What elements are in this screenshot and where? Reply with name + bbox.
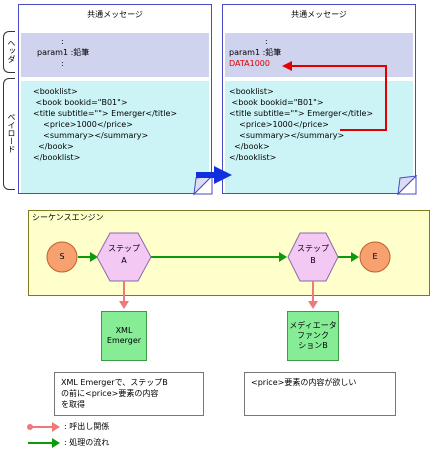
- xml-emerger-component: XML Emerger: [101, 311, 147, 361]
- header-line-added-value: DATA1000: [229, 59, 270, 68]
- call-arrow-b-to-mediator: [308, 281, 318, 309]
- payload-bracket: [3, 78, 15, 190]
- legend-flow-arrow-icon: [28, 438, 60, 448]
- header-vertical-label: ヘッダ: [7, 39, 16, 63]
- payload-line: </booklist>: [33, 153, 81, 162]
- header-bracket: [3, 31, 15, 73]
- legend-call-label: : 呼出し関係: [64, 422, 110, 431]
- end-node: [359, 241, 391, 273]
- payload-line: </book>: [33, 142, 74, 151]
- payload-line: <price>1000</price>: [33, 120, 133, 129]
- payload-line: <summary></summary>: [229, 131, 345, 140]
- step-a-sublabel: A: [121, 256, 127, 265]
- legend-flow-label: : 処理の流れ: [64, 438, 110, 447]
- message-right-title: 共通メッセージ: [291, 10, 347, 19]
- payload-line: </book>: [229, 142, 270, 151]
- end-node-label: E: [372, 252, 378, 261]
- header-line: param1 :鉛筆: [229, 48, 282, 57]
- flow-arrow-b-to-end: [338, 252, 359, 262]
- flow-arrow-a-to-b: [150, 252, 287, 262]
- message-left: 共通メッセージ : param1 :鉛筆 : <booklist> <book …: [18, 4, 212, 194]
- step-b-label: ステップ: [297, 244, 329, 253]
- note-xml-emerger: XML Emergerで、ステップB の前に<price>要素の内容 を取得: [54, 372, 204, 416]
- flow-arrow-start-to-a: [78, 252, 98, 262]
- mediator-function-b-component: メディエータ ファンク ションB: [287, 311, 339, 361]
- header-line: :: [61, 37, 64, 46]
- step-a-label: ステップ: [108, 244, 140, 253]
- start-node-label: S: [59, 252, 65, 261]
- call-arrow-a-to-xml: [119, 281, 129, 309]
- note-mediator: <price>要素の内容が欲しい: [244, 372, 396, 416]
- payload-line: <book bookid="B01">: [33, 98, 128, 107]
- step-a-node: [96, 232, 152, 282]
- payload-line: <title subtitle=""> Emerger</title>: [33, 109, 178, 118]
- payload-vertical-label: ペイロード: [7, 113, 16, 153]
- header-line: :: [61, 59, 64, 68]
- start-node: [46, 241, 78, 273]
- step-b-sublabel: B: [310, 256, 316, 265]
- message-left-title: 共通メッセージ: [87, 10, 143, 19]
- payload-line: <booklist>: [33, 87, 78, 96]
- message-left-header: : param1 :鉛筆 :: [21, 33, 209, 77]
- header-line: param1 :鉛筆: [37, 48, 90, 57]
- step-b-node: [287, 232, 339, 282]
- payload-line: <price>1000</price>: [229, 120, 329, 129]
- payload-line: <summary></summary>: [33, 131, 149, 140]
- sequence-engine-title: シーケンスエンジン: [32, 213, 104, 222]
- message-left-payload: <booklist> <book bookid="B01"> <title su…: [21, 81, 209, 193]
- payload-line: </booklist>: [229, 153, 277, 162]
- header-line: :: [265, 37, 268, 46]
- legend-call-arrow-icon: [27, 422, 60, 432]
- payload-line: <booklist>: [229, 87, 274, 96]
